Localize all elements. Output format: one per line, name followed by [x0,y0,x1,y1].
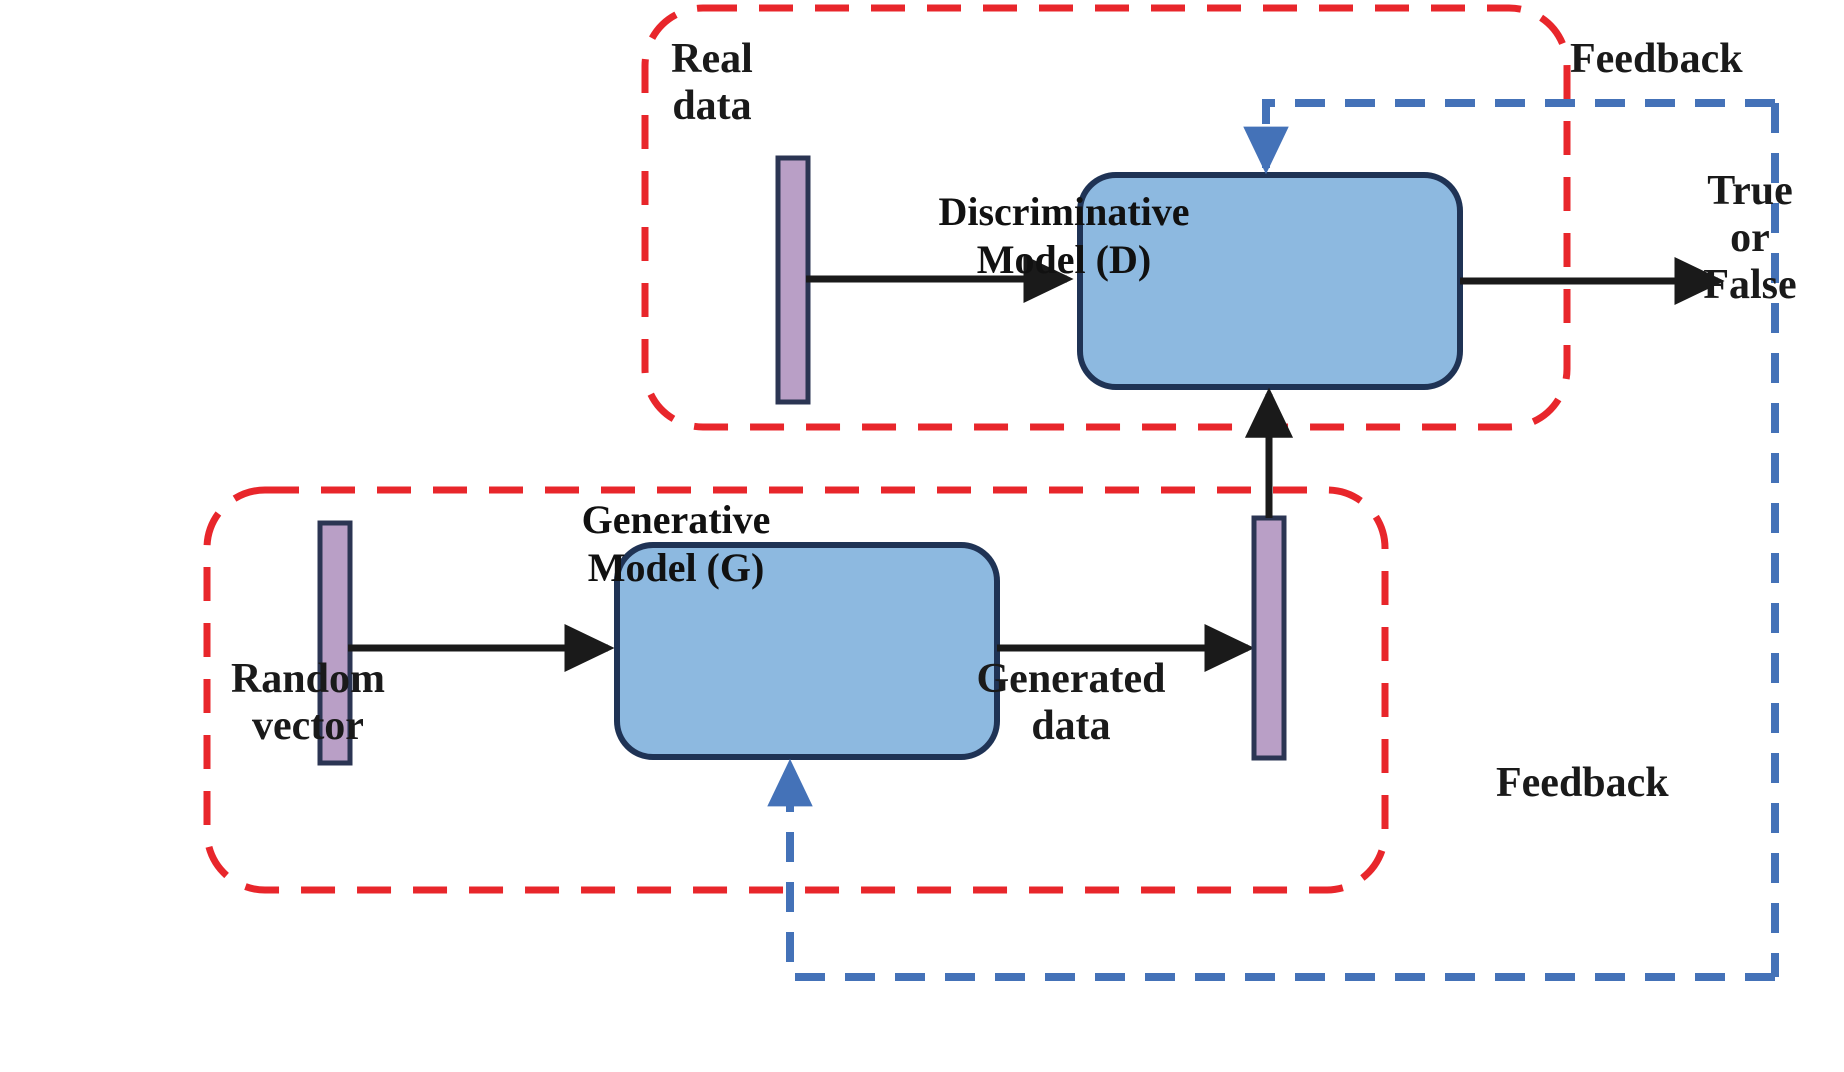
random-vector-bar [317,520,353,766]
discriminative-model-node[interactable] [1077,172,1463,390]
feedback-top-label: Feedback [1570,36,1743,82]
generated-data-bar [1251,515,1287,761]
feedback-path-to-discriminator [1243,99,1775,175]
generator-group-boundary [203,486,1389,894]
real-data-label: Real data [671,36,753,130]
generative-model-node[interactable] [614,542,1000,760]
random-vector-label: Random vector [230,656,386,750]
real-data-bar [775,155,811,405]
decision-output-label: True or False [1703,168,1797,309]
discriminator-group-boundary [641,4,1571,431]
generated-data-label: Generated data [976,656,1166,750]
feedback-bottom-label: Feedback [1496,760,1669,806]
feedback-path-to-generator [767,758,1775,981]
